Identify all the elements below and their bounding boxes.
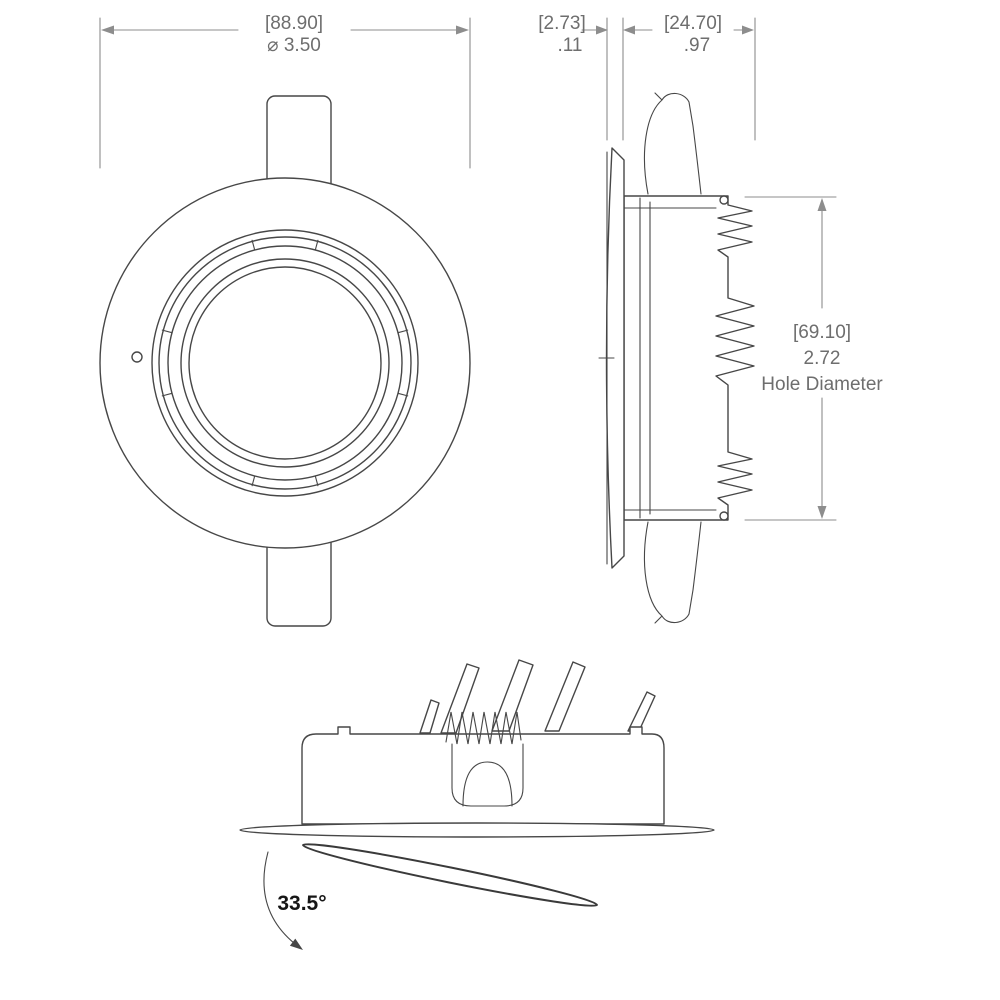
- spring-blade-1: [419, 699, 440, 734]
- spring-clip-bottom: [643, 521, 702, 624]
- dim-flange-thickness: [2.73] .11: [538, 13, 624, 141]
- extension-lines: [744, 196, 837, 521]
- bezel-inner-ring: [151, 229, 419, 497]
- hole-diameter-mm: [69.10]: [793, 322, 851, 343]
- angle-arc: [263, 851, 300, 948]
- dim-bezel-diameter: [88.90] ⌀ 3.50: [99, 13, 471, 169]
- side-view: [598, 92, 755, 624]
- arrowhead-left: [596, 25, 608, 35]
- flange-thickness-mm: [2.73]: [538, 13, 586, 34]
- arrowhead-bottom: [817, 506, 827, 519]
- hole-diameter-label: Hole Diameter: [761, 374, 883, 395]
- spring-blade-4: [544, 661, 586, 732]
- arrowhead-left: [101, 25, 114, 35]
- retainer-tick-marks: [161, 239, 409, 487]
- trim-ring-outer: [158, 236, 412, 490]
- tilted-lens: [302, 843, 598, 907]
- flange-thickness-in: .11: [557, 35, 582, 56]
- hole-diameter-in: 2.72: [804, 348, 841, 369]
- clip-pivot-bottom: [719, 511, 729, 521]
- spring-clip-top: [643, 92, 702, 195]
- body-depth-in: .97: [684, 35, 710, 56]
- arrowhead-right: [456, 25, 469, 35]
- extension-lines: [99, 17, 471, 169]
- extension-lines: [606, 17, 624, 141]
- outer-flange-circle: [99, 177, 471, 549]
- dim-body-depth: [24.70] .97: [623, 13, 756, 141]
- bezel-diameter-in: ⌀ 3.50: [267, 35, 321, 56]
- side-body: [623, 195, 755, 521]
- bezel-diameter-mm: [88.90]: [265, 13, 323, 34]
- clip-housing: [451, 743, 524, 807]
- coil-spring: [445, 711, 522, 745]
- tilt-body: [301, 726, 665, 825]
- trim-ring-inner: [167, 245, 403, 481]
- angle-arrowhead: [289, 938, 303, 950]
- tilt-flange: [239, 822, 715, 838]
- arrowhead-left: [623, 25, 635, 35]
- body-inner-lines: [623, 197, 717, 519]
- arrowhead-top: [817, 198, 827, 211]
- lens-inner-ring: [188, 266, 382, 460]
- arrowhead-right: [742, 25, 754, 35]
- lens-outer-ring: [180, 258, 390, 468]
- spring-blade-3: [491, 659, 534, 732]
- screw-hole: [131, 351, 143, 363]
- clip-pivot-top: [719, 195, 729, 205]
- tilt-view: 33.5°: [239, 659, 715, 950]
- tilt-angle-label: 33.5°: [277, 892, 326, 915]
- front-view: [99, 95, 471, 627]
- body-depth-mm: [24.70]: [664, 13, 722, 34]
- spring-blade-5: [627, 691, 656, 732]
- dim-hole-diameter: [69.10] 2.72 Hole Diameter: [744, 196, 883, 521]
- clip-housing-arch: [462, 761, 513, 807]
